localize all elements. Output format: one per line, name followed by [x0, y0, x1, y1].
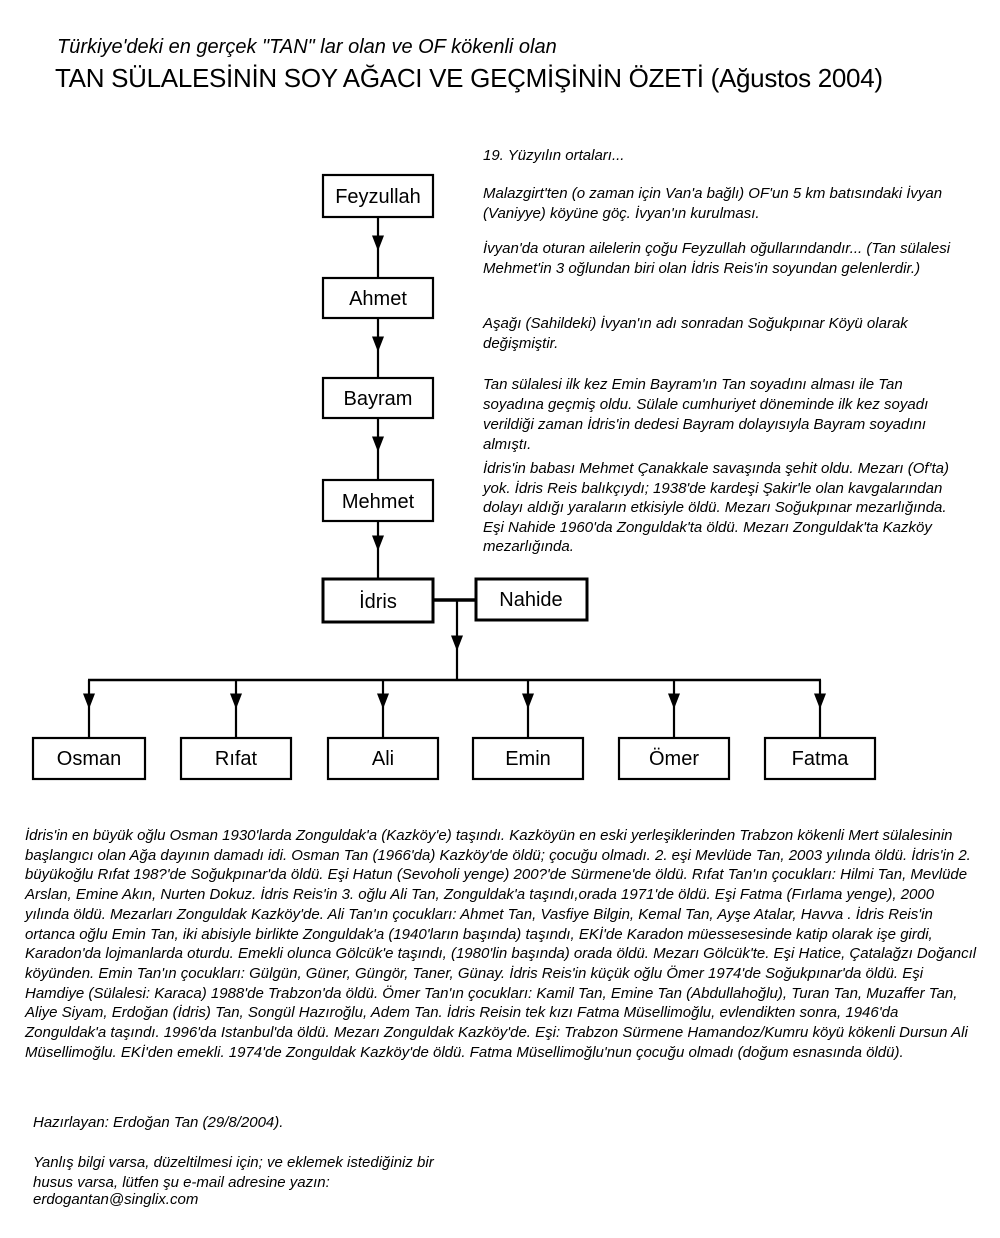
- node-label: Mehmet: [342, 491, 415, 513]
- side-note-surname: Tan sülalesi ilk kez Emin Bayram'ın Tan …: [483, 376, 929, 453]
- tree-node-fatma: Fatma: [763, 736, 877, 781]
- node-label: İdris: [359, 590, 397, 613]
- page-title: TAN SÜLALESİNİN SOY AĞACI VE GEÇMİŞİNİN …: [55, 63, 883, 93]
- node-box: [321, 173, 435, 219]
- side-note-families: İvyan'da oturan ailelerin çoğu Feyzullah…: [483, 240, 951, 277]
- arrowhead: [668, 693, 680, 709]
- arrowhead: [230, 693, 242, 709]
- tree-node-nahide: Nahide: [474, 577, 589, 622]
- node-label: Ahmet: [349, 288, 407, 310]
- node-box: [31, 736, 147, 781]
- tree-node-bayram: Bayram: [321, 376, 435, 420]
- tree-node-ahmet: Ahmet: [321, 276, 435, 320]
- side-note-idris-history: İdris'in babası Mehmet Çanakkale savaşın…: [483, 460, 949, 555]
- arrowhead: [377, 693, 389, 709]
- title-subtitle: Türkiye'deki en gerçek "TAN" lar olan ve…: [57, 36, 557, 58]
- node-box: [179, 736, 293, 781]
- tree-node-emin: Emin: [471, 736, 585, 781]
- node-label: Osman: [57, 748, 121, 770]
- arrowhead: [83, 693, 95, 709]
- node-box: [763, 736, 877, 781]
- tree-node-osman: Osman: [31, 736, 147, 781]
- feedback-note: Yanlış bilgi varsa, düzeltilmesi için; v…: [33, 1154, 434, 1191]
- arrowhead: [372, 235, 384, 251]
- arrowhead: [372, 535, 384, 551]
- node-box: [321, 276, 435, 320]
- node-box: [321, 577, 435, 624]
- arrowhead: [372, 436, 384, 452]
- tree-node-ali: Ali: [326, 736, 440, 781]
- node-label: Feyzullah: [335, 186, 421, 208]
- side-note-era: 19. Yüzyılın ortaları...: [483, 147, 625, 164]
- tree-node-rifat: Rıfat: [179, 736, 293, 781]
- tree-node-feyzullah: Feyzullah: [321, 173, 435, 219]
- contact-email: erdogantan@singlix.com: [33, 1191, 199, 1208]
- tree-node-omer: Ömer: [617, 736, 731, 781]
- node-label: Fatma: [792, 748, 850, 770]
- arrowhead: [522, 693, 534, 709]
- node-label: Ali: [372, 748, 394, 770]
- node-label: Bayram: [344, 388, 413, 410]
- node-label: Nahide: [499, 589, 562, 611]
- node-box: [321, 376, 435, 420]
- tree-node-mehmet: Mehmet: [321, 478, 435, 523]
- tree-arrowheads: [83, 235, 826, 709]
- family-tree-diagram: Feyzullah Ahmet Bayram Mehmet İdris Nahi…: [31, 173, 877, 781]
- arrowhead: [814, 693, 826, 709]
- arrowhead: [372, 336, 384, 352]
- prepared-by-line: Hazırlayan: Erdoğan Tan (29/8/2004).: [33, 1114, 284, 1131]
- node-label: Rıfat: [215, 748, 258, 770]
- family-summary-paragraph: İdris'in en büyük oğlu Osman 1930'larda …: [25, 827, 977, 1061]
- node-label: Ömer: [649, 748, 699, 770]
- node-box: [321, 478, 435, 523]
- side-note-migration: Malazgirt'ten (o zaman için Van'a bağlı)…: [483, 185, 943, 222]
- side-note-village-rename: Aşağı (Sahildeki) İvyan'ın adı sonradan …: [483, 315, 908, 352]
- arrowhead: [451, 635, 463, 651]
- node-label: Emin: [505, 748, 551, 770]
- node-box: [326, 736, 440, 781]
- node-box: [471, 736, 585, 781]
- node-box: [617, 736, 731, 781]
- tree-node-idris: İdris: [321, 577, 435, 624]
- node-box: [474, 577, 589, 622]
- tree-nodes: Feyzullah Ahmet Bayram Mehmet İdris Nahi…: [31, 173, 877, 781]
